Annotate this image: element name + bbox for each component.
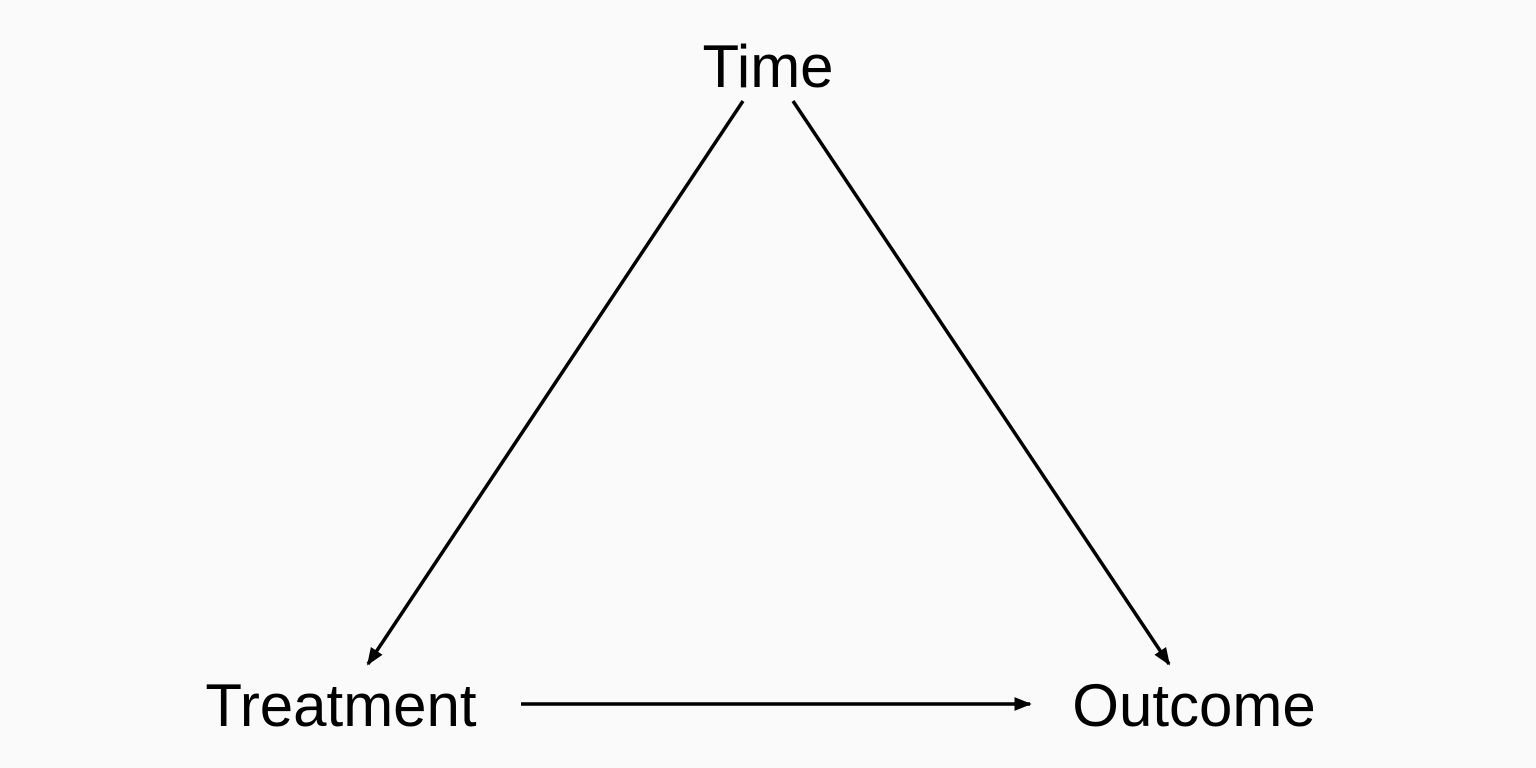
node-outcome-label: Outcome: [1072, 672, 1315, 739]
edge-time-to-outcome: [791, 100, 1171, 666]
node-treatment-label: Treatment: [205, 672, 477, 739]
node-time-label: Time: [702, 33, 833, 100]
edge-time-to-treatment: [366, 100, 745, 666]
